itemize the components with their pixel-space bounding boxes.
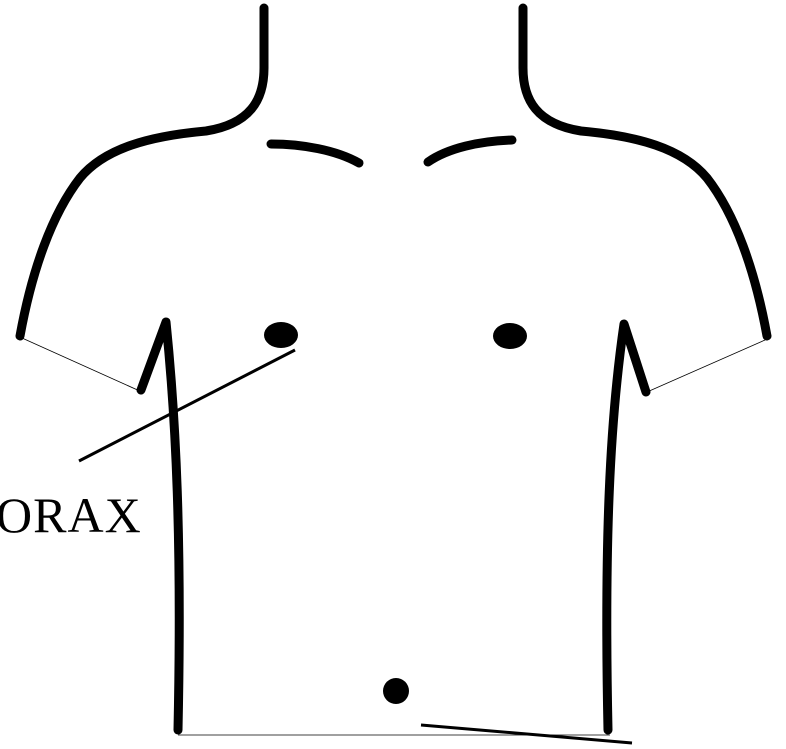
right-armpit-edge <box>647 340 765 392</box>
right-clavicle <box>428 140 512 162</box>
left-nipple <box>264 322 298 348</box>
right-torso-side <box>607 324 646 730</box>
left-torso-side <box>141 322 179 730</box>
navel-leader-line <box>421 725 632 743</box>
navel <box>383 678 409 704</box>
left-armpit-edge <box>22 338 142 392</box>
left-neck-shoulder-outline <box>20 8 264 336</box>
thorax-label: ORAX <box>0 487 142 543</box>
left-clavicle <box>271 144 359 163</box>
thorax-leader-line <box>79 350 295 461</box>
right-nipple <box>493 323 527 349</box>
right-neck-shoulder-outline <box>523 8 767 336</box>
